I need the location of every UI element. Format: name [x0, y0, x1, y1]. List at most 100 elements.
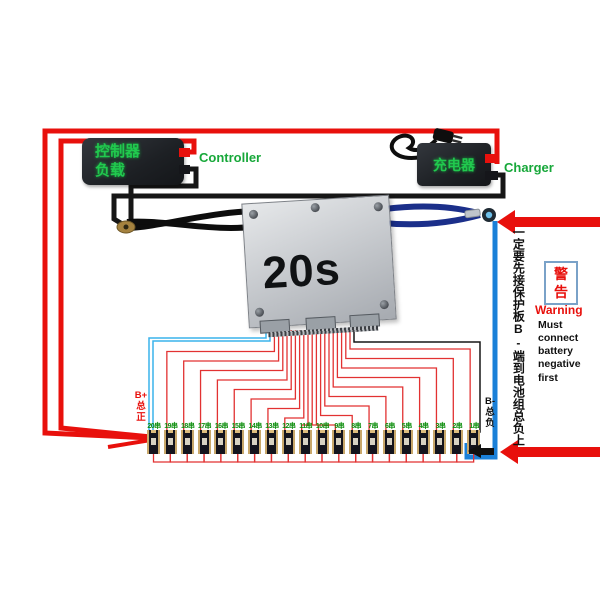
- battery-cell: [382, 430, 396, 454]
- warning-badge-char1: 警: [554, 265, 568, 282]
- battery-cell-label: 9串: [334, 423, 345, 430]
- battery-cell-label: 4串: [418, 423, 429, 430]
- ring-terminal-bminus-hole: [485, 211, 493, 219]
- warning-line: Must: [538, 319, 563, 331]
- sense-wire-red: [324, 330, 370, 430]
- battery-cell-label: 1串: [469, 423, 480, 430]
- sense-wire-red: [311, 330, 320, 430]
- red-wire-charger-loop: [42, 128, 500, 441]
- warning-line: negative: [538, 358, 581, 371]
- battery-cell-label: 7串: [368, 423, 378, 430]
- sense-wire-red: [267, 330, 301, 430]
- sense-wire-cyan: [148, 330, 267, 431]
- battery-cell-label: 10串: [315, 423, 330, 430]
- warning-body-en: Must connect battery negative first: [538, 319, 581, 385]
- battery-cell: [281, 430, 295, 454]
- battery-cell: [315, 430, 329, 454]
- sense-wire-red: [340, 330, 438, 430]
- bminus-line: 总: [485, 406, 495, 418]
- battery-cell-label: 15串: [231, 423, 246, 430]
- battery-cell-label: 11串: [299, 423, 313, 430]
- battery-cell: [399, 430, 413, 454]
- sense-wire-red: [183, 330, 280, 430]
- battery-cell: [450, 430, 464, 454]
- warning-line: first: [538, 371, 558, 384]
- battery-cell-label: 3串: [435, 423, 446, 430]
- sense-wire-red: [319, 330, 353, 430]
- charger-negative-connector: [485, 171, 498, 180]
- charger-caption: Charger: [504, 160, 554, 175]
- battery-cell: [332, 430, 346, 454]
- battery-cell-label: 19串: [164, 423, 178, 430]
- controller-caption: Controller: [199, 150, 262, 165]
- battery-cell-label: 2串: [452, 423, 463, 430]
- red-arrow-top-icon: [497, 210, 600, 234]
- battery-cell: [264, 430, 278, 454]
- charger-box: 充电器: [417, 143, 498, 186]
- sense-wire-red: [166, 330, 276, 430]
- battery-cell: [147, 430, 160, 454]
- bplus-line: B+: [134, 390, 148, 401]
- warning-badge: 警 告: [544, 261, 578, 305]
- ring-terminal-pminus-hole: [123, 224, 129, 230]
- battery-cell: [163, 430, 177, 454]
- battery-cell-label: 6串: [384, 423, 395, 430]
- sense-wire-red: [300, 330, 309, 430]
- series-link-wire: [456, 454, 475, 463]
- black-wire-charger: [111, 172, 506, 230]
- sense-wire-red: [349, 330, 471, 430]
- sense-wire-red: [199, 330, 284, 430]
- warning-line: connect: [538, 332, 579, 345]
- warning-line: battery: [538, 345, 574, 358]
- battery-cell: [349, 430, 363, 454]
- sense-wire-red: [250, 330, 297, 430]
- controller-label-line1: 控制器: [95, 143, 141, 160]
- controller-box: 控制器 负载: [82, 138, 190, 185]
- bplus-line: 总: [136, 400, 146, 412]
- battery-cell-label: 20串: [147, 423, 161, 430]
- charger-label: 充电器: [433, 156, 475, 173]
- red-arrow-bottom-icon: [500, 440, 600, 464]
- bminus-terminal-label: B- 总 负: [481, 396, 499, 430]
- sense-wire-red: [328, 330, 387, 430]
- battery-cell: [231, 430, 245, 454]
- warning-badge-char2: 告: [554, 284, 568, 300]
- controller-label-line2: 负载: [95, 161, 126, 179]
- sense-wire-red: [216, 330, 288, 430]
- bplus-line: 正: [136, 411, 146, 423]
- battery-cell-label: 5串: [401, 423, 412, 430]
- sense-wire-red: [332, 330, 404, 430]
- ac-plug-icon: [432, 128, 463, 144]
- sense-wire-red: [345, 330, 454, 430]
- black-wire-controller: [128, 166, 199, 225]
- black-arrow-bminus-icon: [468, 444, 494, 458]
- battery-cell: [298, 430, 312, 454]
- sense-wire-red: [315, 330, 337, 430]
- battery-cell-label: 13串: [265, 423, 279, 430]
- battery-cell: [366, 430, 380, 454]
- battery-cell-label: 14串: [248, 423, 262, 430]
- charger-positive-connector: [485, 154, 496, 163]
- sense-wire-red: [336, 330, 421, 430]
- controller-negative-connector: [179, 165, 190, 174]
- battery-cell: [433, 430, 447, 454]
- controller-positive-connector: [179, 148, 190, 157]
- sense-wire-red: [233, 330, 292, 430]
- battery-cell: [197, 430, 211, 454]
- battery-cell-label: 8串: [351, 423, 362, 430]
- battery-cell: [180, 430, 194, 454]
- battery-cell: [214, 430, 228, 454]
- ring-terminal-bminus-ferrule: [464, 208, 481, 219]
- bminus-line: 负: [485, 417, 495, 429]
- warning-title-en: Warning: [535, 303, 583, 317]
- battery-cell: [416, 430, 430, 454]
- bminus-line: B-: [484, 396, 496, 407]
- battery-cell-label: 17串: [197, 423, 212, 430]
- battery-cell-label: 12串: [282, 423, 296, 430]
- battery-cell: [248, 430, 262, 454]
- battery-cell-label: 18串: [181, 423, 195, 430]
